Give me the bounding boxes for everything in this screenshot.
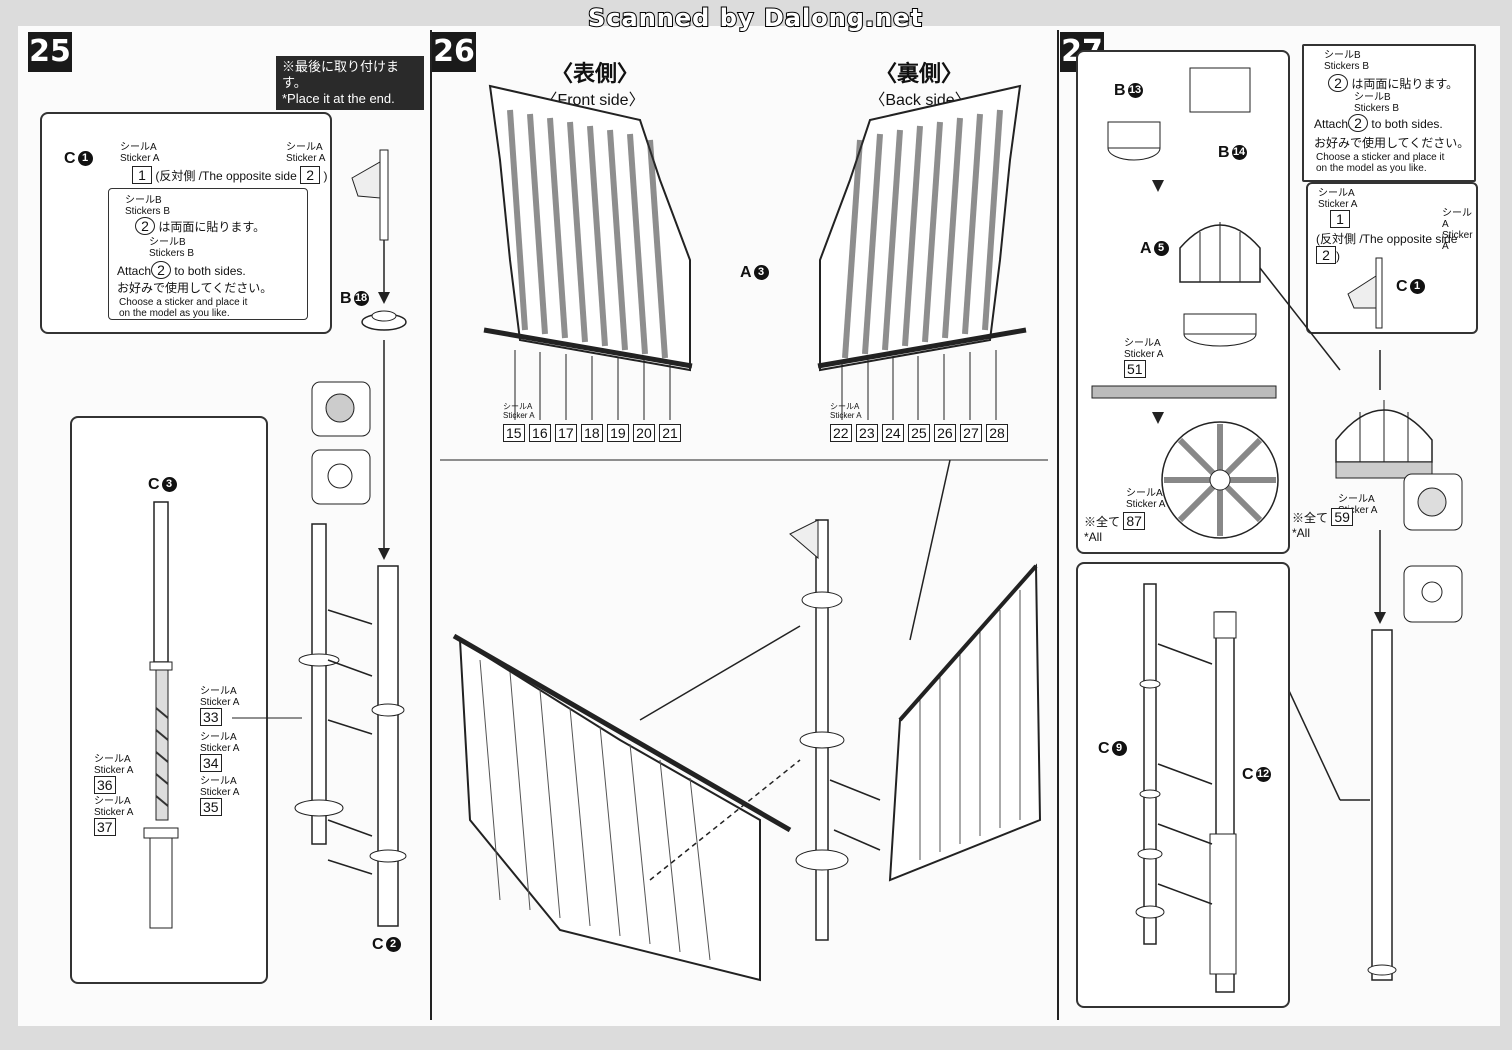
sticker-number: 1: [132, 166, 152, 184]
sticker-number: 24: [882, 424, 904, 442]
mast-halves-drawing: [1135, 583, 1237, 993]
step-number-25: 25: [28, 32, 72, 72]
mast-assembly-drawing: [294, 149, 407, 927]
sticker-59-all: ※全て 59*All: [1292, 508, 1353, 540]
sticker-87-all: ※全て 87*All: [1084, 512, 1145, 544]
sticker-number: 15: [503, 424, 525, 442]
mast-with-stripes-drawing: [143, 501, 302, 929]
place-note-jp: ※最後に取り付けます。: [282, 59, 400, 90]
sticker-number: 18: [581, 424, 603, 442]
sticker-number: 26: [934, 424, 956, 442]
divider-26-27: [1057, 30, 1059, 1020]
place-at-end-note: ※最後に取り付けます。 *Place it at the end.: [276, 56, 424, 110]
both-sides-jp: 2 は両面に貼ります。: [135, 217, 265, 235]
opposite-text: (反対側 /The opposite side: [155, 169, 297, 183]
front-sticker-row: 15 16 17 18 19 20 21: [503, 424, 681, 443]
both-sides-jp: 2 は両面に貼ります。: [1328, 74, 1458, 92]
sticker-number: 20: [633, 424, 655, 442]
opposite-row: (反対側 /The opposite side 2): [1316, 232, 1458, 264]
sticker-number: 19: [607, 424, 629, 442]
place-note-en: *Place it at the end.: [282, 91, 395, 106]
back-sticker-row: 22 23 24 25 26 27 28: [830, 424, 1008, 443]
sticker-number: 16: [529, 424, 551, 442]
choose-jp: お好みで使用してください。: [117, 281, 273, 295]
divider-25-26: [430, 30, 432, 1020]
step-number-26: 26: [432, 32, 476, 72]
watermark: Scanned by Dalong.net: [587, 3, 923, 33]
front-side-heading-jp: 〈表側〉: [550, 61, 639, 86]
sticker-number: 23: [856, 424, 878, 442]
back-side-heading-jp: 〈裏側〉: [874, 61, 963, 86]
sticker-opposite-row: 1 (反対側 /The opposite side 2 ): [132, 166, 327, 184]
sticker-number: 21: [659, 424, 681, 442]
choose-jp: お好みで使用してください。: [1314, 136, 1470, 150]
flag-drawing: [1347, 257, 1383, 329]
crows-nest-drawing: [1091, 67, 1279, 539]
sticker-number: 28: [986, 424, 1008, 442]
sticker-number: 17: [555, 424, 577, 442]
sticker-number: 25: [908, 424, 930, 442]
sticker-number: 27: [960, 424, 982, 442]
sticker-number: 2: [300, 166, 321, 184]
sticker-number: 22: [830, 424, 852, 442]
